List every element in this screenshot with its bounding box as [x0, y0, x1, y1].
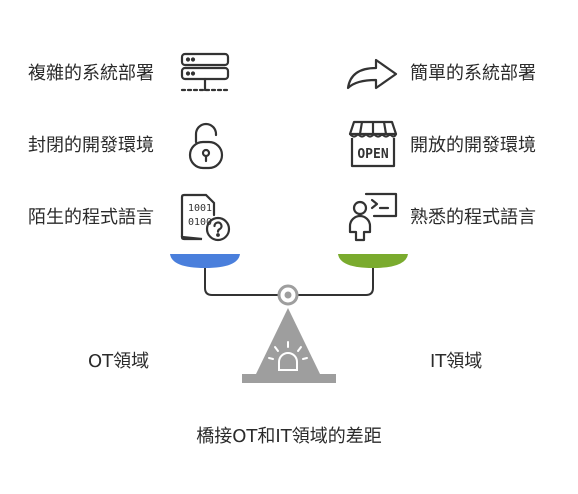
- developer-terminal-icon: [348, 192, 398, 242]
- scale-foot: [242, 374, 336, 383]
- it-domain-label: IT領域: [430, 351, 483, 372]
- ot-domain-label: OT領域: [88, 351, 150, 372]
- left-item-label-1: 複雜的系統部署: [28, 63, 154, 84]
- server-icon: [180, 52, 230, 96]
- right-item-label-2: 開放的開發環境: [410, 135, 536, 156]
- open-store-icon: OPEN: [348, 120, 398, 168]
- alarm-light-icon: [268, 341, 308, 371]
- lock-icon: [188, 120, 224, 170]
- right-item-label-3: 熟悉的程式語言: [410, 207, 536, 228]
- balance-scale: [168, 252, 412, 388]
- binary-row-1: 1001: [188, 203, 212, 214]
- right-item-label-1: 簡單的系統部署: [410, 63, 536, 84]
- open-sign-text: OPEN: [357, 147, 388, 162]
- binary-question-file-icon: 1001 0100: [180, 193, 232, 243]
- left-item-label-3: 陌生的程式語言: [28, 207, 154, 228]
- binary-row-2: 0100: [188, 217, 212, 228]
- right-scale-pan: [338, 254, 408, 268]
- diagram-title: 橋接OT和IT領域的差距: [196, 426, 382, 447]
- curved-arrow-icon: [346, 56, 398, 92]
- left-item-label-2: 封閉的開發環境: [28, 135, 154, 156]
- left-scale-pan: [170, 254, 240, 268]
